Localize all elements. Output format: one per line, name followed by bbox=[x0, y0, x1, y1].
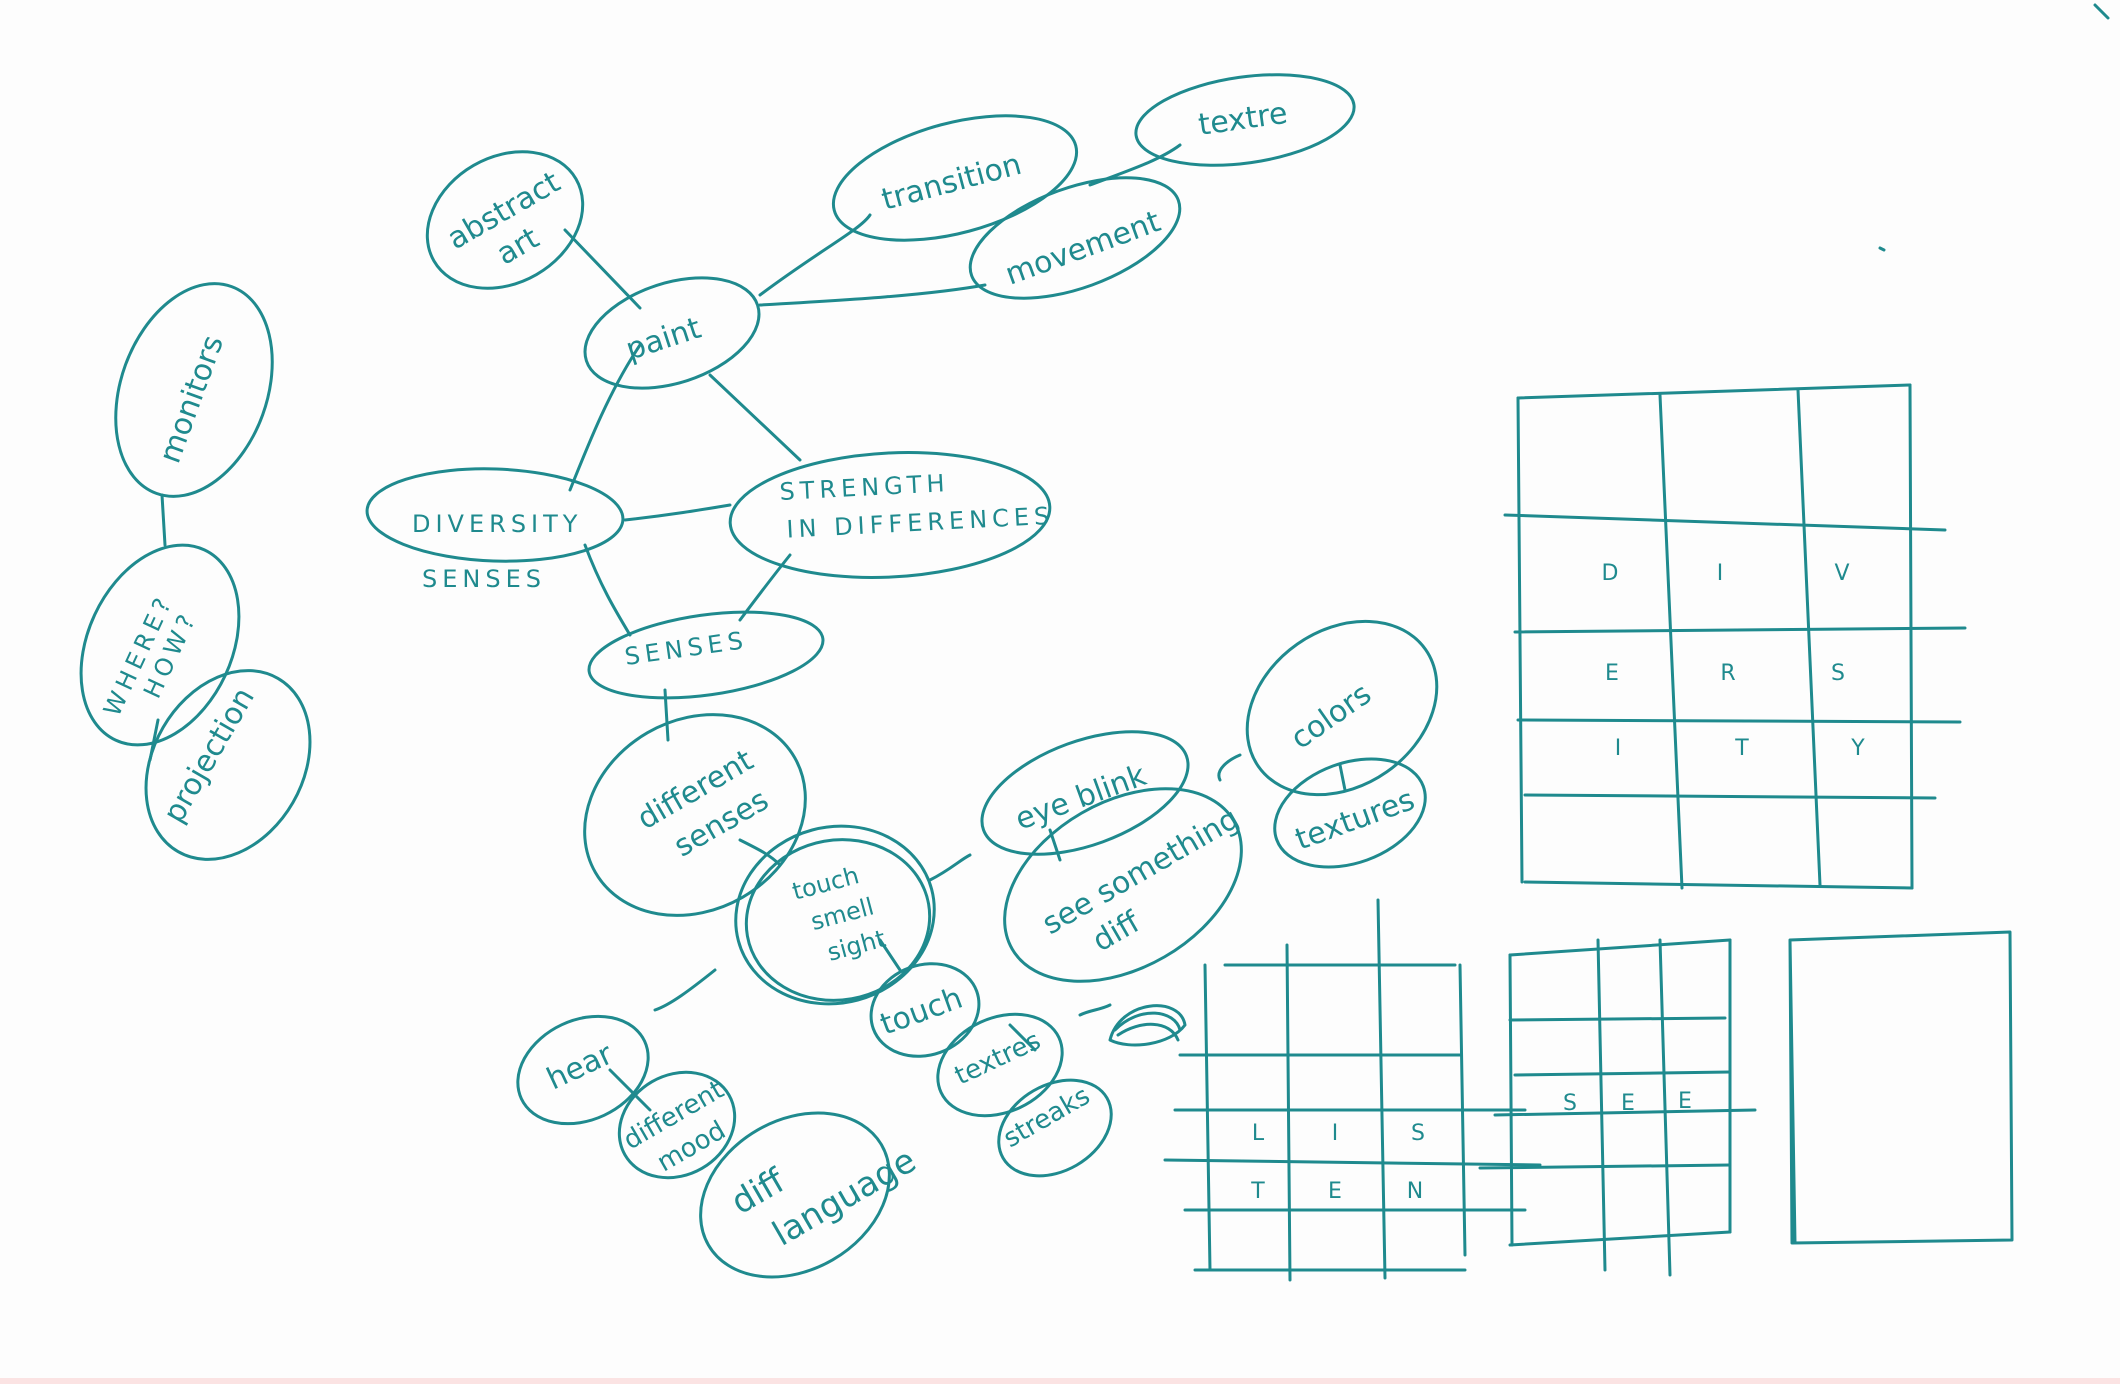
strength-line-2: IN DIFFERENCES bbox=[786, 502, 1055, 544]
grid-letter-y: Y bbox=[1850, 736, 1865, 761]
grid-letter-i2: I bbox=[1615, 736, 1622, 761]
diversity-label: DIVERSITY bbox=[412, 510, 582, 538]
colors-label: colors bbox=[1285, 677, 1378, 757]
empty-frame bbox=[1788, 930, 2014, 1245]
grid-letter-e2: E bbox=[1328, 1179, 1342, 1204]
grid-letter-e: E bbox=[1605, 661, 1619, 686]
grid-letter-n: N bbox=[1407, 1179, 1423, 1204]
senses-note-label: SENSES bbox=[422, 565, 546, 593]
pen-mark-upper-right bbox=[1878, 246, 1886, 252]
transition-label: transition bbox=[878, 147, 1025, 218]
grid-letter-i3: I bbox=[1332, 1121, 1339, 1146]
svg-text:diff language: diff language bbox=[725, 1099, 923, 1264]
diversity-grid: D I V E R S I T Y bbox=[1503, 383, 1967, 890]
svg-text:STRENGTH IN DIFFERENCES: STRENGTH IN DIFFERENCES bbox=[779, 464, 1055, 544]
senses-label: SENSES bbox=[623, 626, 750, 671]
node-labels: abstract art paint transition textre mov… bbox=[98, 96, 1419, 1264]
grid-letter-e4: E bbox=[1678, 1089, 1692, 1114]
grid-letter-t2: T bbox=[1250, 1179, 1265, 1204]
grid-letter-t: T bbox=[1734, 736, 1749, 761]
grid-letter-s3: S bbox=[1563, 1091, 1577, 1116]
svg-text:see something diff: see something diff bbox=[1037, 796, 1274, 976]
pen-mark-top-right bbox=[2093, 3, 2110, 20]
node-outlines bbox=[79, 73, 1439, 1279]
svg-text:touch smell sight: touch smell sight bbox=[789, 858, 893, 972]
monitors-label: monitors bbox=[153, 331, 231, 468]
grid-letter-s: S bbox=[1831, 661, 1845, 686]
connectors bbox=[148, 143, 1347, 1112]
grid-letter-l: L bbox=[1252, 1121, 1265, 1146]
touch-label: touch bbox=[876, 981, 968, 1043]
svg-text:abstract art: abstract art bbox=[442, 160, 594, 290]
grid-letter-d: D bbox=[1602, 561, 1619, 586]
grid-letter-i: I bbox=[1717, 561, 1724, 586]
movement-label: movement bbox=[1001, 204, 1166, 292]
grid-letter-s2: S bbox=[1411, 1121, 1425, 1146]
eye-blink-label: eye blink bbox=[1011, 758, 1152, 838]
grid-letter-v: V bbox=[1834, 561, 1849, 586]
texture-label: textre bbox=[1196, 96, 1289, 143]
hear-label: hear bbox=[542, 1036, 619, 1097]
paint-label: paint bbox=[622, 311, 706, 368]
see-grid: S E E bbox=[1478, 938, 1757, 1277]
grid-letter-e3: E bbox=[1621, 1091, 1635, 1116]
grid-letter-r: R bbox=[1720, 661, 1735, 686]
diff-language-line-2: language bbox=[766, 1141, 923, 1255]
listen-grid: L I S T E N bbox=[1163, 898, 1542, 1282]
strength-line-1: STRENGTH bbox=[779, 469, 950, 506]
streaks-label: streaks bbox=[999, 1081, 1096, 1154]
